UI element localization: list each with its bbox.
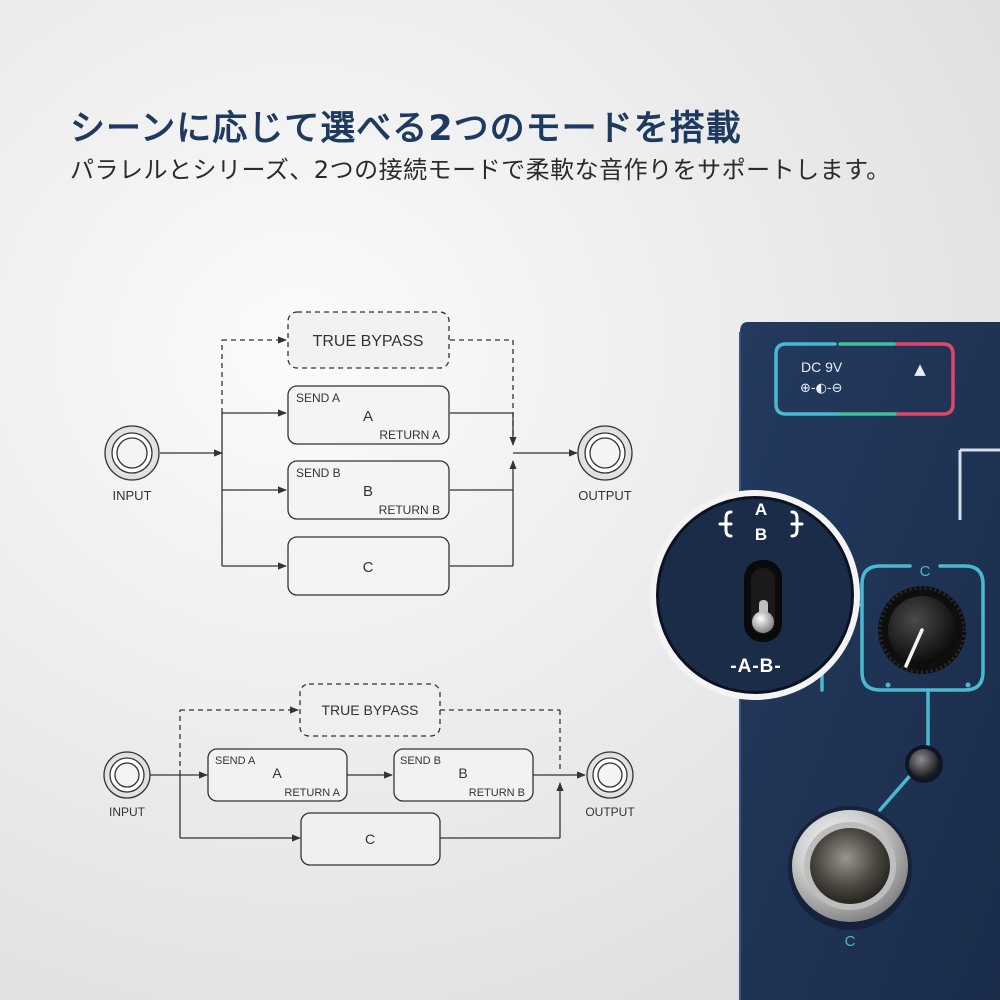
series-output-label: OUTPUT: [585, 805, 635, 819]
ab-toggle-switch[interactable]: [744, 560, 782, 642]
series-bypass-label: TRUE BYPASS: [322, 702, 419, 718]
knob-indicator: [904, 628, 924, 668]
series-input-jack: [103, 751, 151, 799]
series-loop-a-box: [207, 748, 348, 802]
parallel-output-jack: [577, 425, 633, 481]
page-title: シーンに応じて選べる2つのモードを搭載: [70, 109, 742, 149]
parallel-return-a: RETURN A: [379, 428, 440, 442]
switch-top-a: A: [755, 500, 767, 519]
parallel-return-b: RETURN B: [379, 503, 440, 517]
series-diagram: [103, 683, 634, 866]
parallel-loop-c-name: C: [363, 559, 374, 576]
series-loop-c-box: [300, 812, 441, 866]
parallel-loop-b-box: [287, 460, 450, 520]
footswitch-c-label: C: [845, 933, 856, 950]
parallel-loop-a-box: [287, 385, 450, 445]
knob-c-label: C: [920, 563, 931, 580]
parallel-input-label: INPUT: [113, 488, 152, 503]
series-loop-b-name: B: [458, 765, 467, 781]
switch-zoom-inset: A B -A-B-: [650, 490, 860, 700]
series-loop-c-name: C: [365, 831, 375, 847]
switch-bottom-label: -A-B-: [730, 656, 781, 677]
series-send-b: SEND B: [400, 755, 441, 767]
series-input-label: INPUT: [109, 805, 146, 819]
series-loop-b-box: [393, 748, 534, 802]
switch-top-b: B: [755, 525, 767, 544]
parallel-output-label: OUTPUT: [578, 488, 632, 503]
knob-c[interactable]: [878, 586, 966, 674]
series-return-b: RETURN B: [469, 787, 525, 799]
parallel-bypass-box: [287, 311, 450, 369]
parallel-bypass-label: TRUE BYPASS: [313, 333, 424, 350]
parallel-input-jack: [104, 425, 160, 481]
panel-graphic: [958, 448, 1000, 520]
series-loop-a-name: A: [272, 765, 282, 781]
parallel-send-b: SEND B: [296, 466, 341, 480]
page-subtitle: パラレルとシリーズ、2つの接続モードで柔軟な音作りをサポートします。: [70, 156, 891, 184]
parallel-loop-a-name: A: [363, 408, 373, 425]
parallel-diagram: [104, 311, 633, 596]
series-output-jack: [586, 751, 634, 799]
series-send-a: SEND A: [215, 755, 256, 767]
power-frame: [774, 342, 955, 416]
parallel-loop-c-box: [287, 536, 450, 596]
status-led: [905, 745, 943, 783]
power-polarity: ⊕-◐-⊖: [800, 381, 843, 396]
warning-icon: ▲: [914, 360, 926, 378]
parallel-send-a: SEND A: [296, 391, 340, 405]
power-label: DC 9V: [801, 359, 843, 375]
footswitch-c[interactable]: [788, 806, 912, 930]
series-bypass-box: [299, 683, 441, 737]
series-return-a: RETURN A: [284, 787, 340, 799]
parallel-loop-b-name: B: [363, 483, 373, 500]
